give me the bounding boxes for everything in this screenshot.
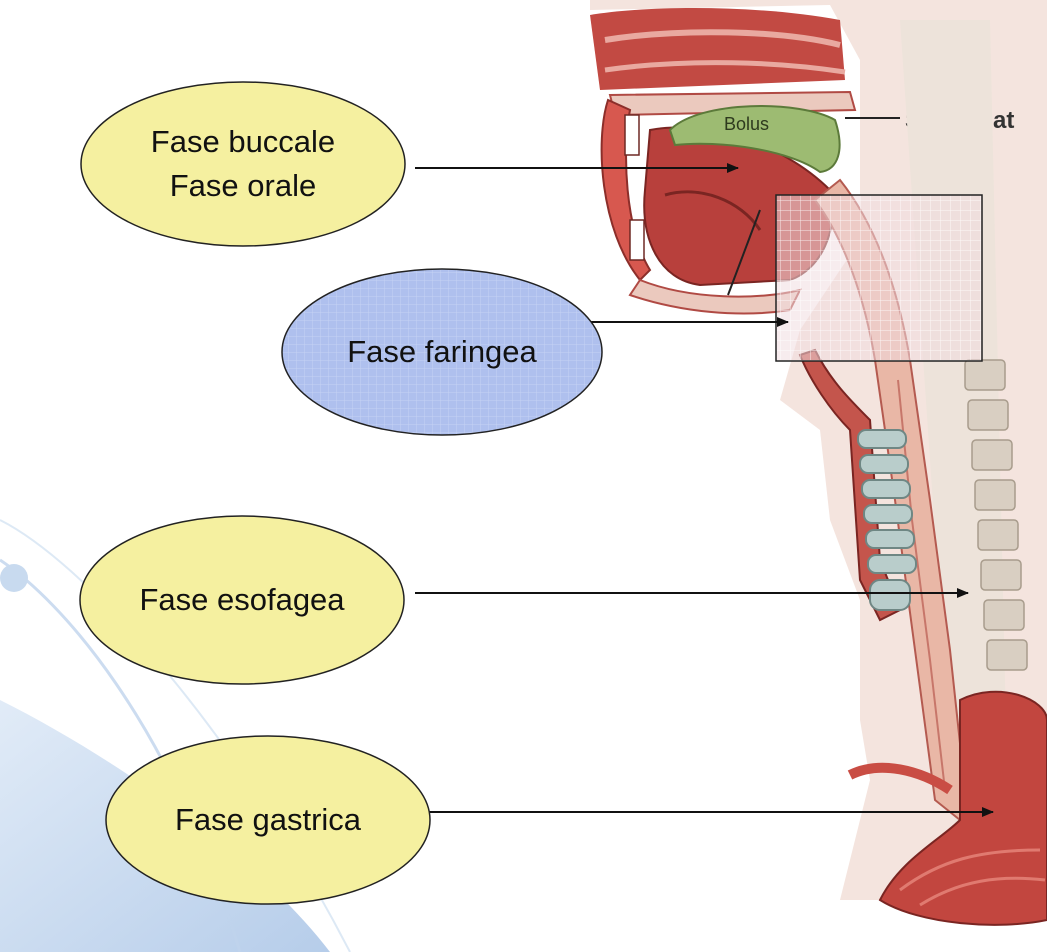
label-fase-gastrica: Fase gastrica xyxy=(106,736,430,904)
label-fase-gastrica-text: Fase gastrica xyxy=(175,798,361,842)
label-fase-buccale: Fase buccale Fase orale xyxy=(81,82,405,246)
label-fase-buccale-line1: Fase buccale xyxy=(151,120,335,164)
label-fase-faringea-text: Fase faringea xyxy=(347,330,537,374)
label-fase-esofagea: Fase esofagea xyxy=(80,516,404,684)
label-fase-esofagea-text: Fase esofagea xyxy=(139,578,344,622)
label-fase-faringea: Fase faringea xyxy=(282,269,602,435)
label-fase-buccale-line2: Fase orale xyxy=(151,164,335,208)
